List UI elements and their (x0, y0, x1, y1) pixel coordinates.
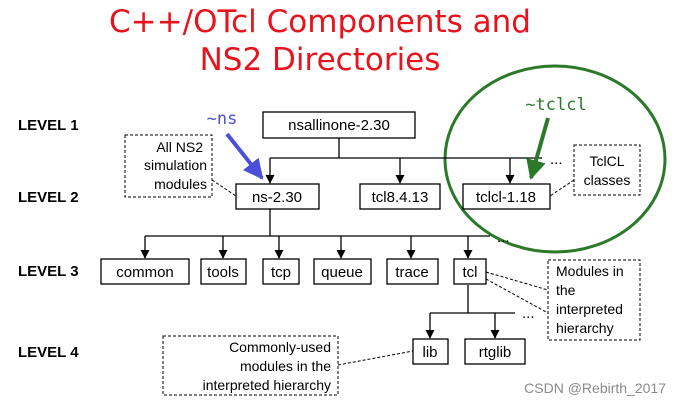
level-1-label: LEVEL 1 (18, 117, 79, 134)
node-queue-label: queue (321, 264, 363, 281)
level-2-label: LEVEL 2 (18, 189, 79, 206)
note-commonly-used-line-2: modules in the (240, 358, 331, 374)
node-tclcl (462, 183, 551, 210)
node-tcp-label: tcp (271, 264, 291, 281)
note-ns2-pointer (211, 179, 237, 197)
note-commonly-used (162, 335, 339, 396)
node-ns (235, 183, 320, 210)
note-interpreted-line-2: the (556, 282, 576, 298)
note-ns2-modules-line-2: simulation (144, 157, 207, 173)
node-tclcl-label: tclcl-1.18 (476, 189, 536, 206)
note-tclcl-pointer (549, 179, 575, 197)
node-common (100, 258, 190, 285)
node-tcl-dir (453, 258, 487, 285)
node-tcl-dir-label: tcl (463, 264, 478, 281)
node-tcp (262, 258, 300, 285)
title-line-2: NS2 Directories (200, 42, 441, 78)
level-2-more: ... (550, 151, 563, 168)
note-tclcl-classes-line-1: TclCL (589, 153, 624, 169)
note-commonly-used-line-3: interpreted hierarchy (203, 377, 331, 393)
note-interpreted-line-1: Modules in (556, 263, 624, 279)
ns-home-arrow (225, 132, 264, 180)
tclcl-highlight-circle (443, 64, 667, 254)
watermark: CSDN @Rebirth_2017 (524, 380, 666, 396)
node-rtglib (464, 338, 526, 365)
node-tools-label: tools (207, 264, 239, 281)
level-4-more: ... (522, 305, 535, 322)
note-commonly-used-line-1: Commonly-used (229, 339, 331, 355)
title-line-1: C++/OTcl Components and (109, 4, 531, 40)
note-tclcl-classes (573, 144, 641, 196)
node-trace-label: trace (395, 264, 428, 281)
note-interpreted-pointer-2 (485, 278, 549, 314)
note-tclcl-classes-line-2: classes (584, 172, 631, 188)
node-ns-label: ns-2.30 (252, 189, 302, 206)
node-nsallinone-label: nsallinone-2.30 (288, 117, 390, 134)
note-interpreted-pointer-1 (485, 271, 549, 291)
level-4-label: LEVEL 4 (18, 344, 79, 361)
note-interpreted-line-4: hierarchy (556, 320, 614, 336)
tclcl-home-label: ~tclcl (525, 95, 586, 115)
node-queue (313, 258, 372, 285)
note-interpreted-modules (547, 259, 641, 341)
level-3-label: LEVEL 3 (18, 263, 79, 280)
node-common-label: common (116, 264, 174, 281)
note-ns2-modules (124, 134, 213, 198)
level-3-more: ... (497, 229, 510, 246)
note-ns2-modules-line-3: modules (154, 176, 207, 192)
node-trace (386, 258, 439, 285)
node-tcl-label: tcl8.4.13 (372, 189, 429, 206)
note-ns2-modules-line-1: All NS2 (156, 139, 203, 155)
note-interpreted-line-3: interpreted (556, 301, 623, 317)
tclcl-home-arrow (526, 117, 550, 180)
node-tcl (359, 183, 441, 210)
node-rtglib-label: rtglib (479, 344, 512, 361)
node-lib-label: lib (422, 344, 437, 361)
node-nsallinone (262, 111, 416, 139)
node-tools (200, 258, 247, 285)
ns-home-label: ~ns (207, 109, 238, 129)
note-commonly-used-pointer (337, 350, 414, 366)
